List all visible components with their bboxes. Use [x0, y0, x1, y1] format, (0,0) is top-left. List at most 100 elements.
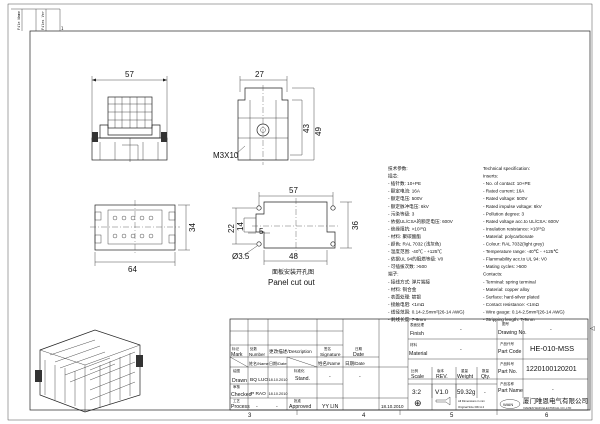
top-view: 64 34 — [90, 200, 197, 274]
title-block: 标记 处数 签名 日期 绘图 审核 工艺 标准化 批准 表面处理 材料 比例 版… — [229, 318, 589, 411]
qty-value: - — [484, 390, 486, 396]
spec-list-cn: 技术参数:插芯:- 插针数: 10+PE- 额定电流: 16A- 额定电压: 5… — [388, 165, 465, 323]
dim-43: 43 — [302, 124, 311, 133]
date-header-2: 日期/Date — [345, 361, 365, 367]
front-view: 57 — [91, 70, 168, 162]
spec-line: - 依据UL/CSA的额定电压: 600V — [388, 218, 454, 225]
file-ver-label: Files Ver — [41, 11, 45, 30]
scale-label: Scale — [411, 374, 424, 380]
spec-line: - 接线方式: 弹片端接 — [388, 278, 431, 285]
spec-line: - 额定脉冲电压: 6kV — [388, 203, 430, 210]
projection-cone-icon — [435, 396, 451, 406]
side-view: 27 43 49 M3X10 — [213, 70, 323, 165]
rev-value: V1.0 — [435, 389, 449, 396]
spec-line: 插芯: — [388, 173, 398, 180]
spec-line: Contacts: — [483, 272, 502, 277]
logo-text: WAIN — [503, 402, 513, 407]
date-label: Date — [353, 352, 364, 358]
drawing-no-value: - — [550, 327, 552, 333]
spec-line: - Stripping length: 7-9mm — [483, 317, 535, 322]
process-name: - — [256, 404, 258, 410]
approved-name: YY LIN — [322, 404, 339, 410]
date-header: 日期/Date — [269, 360, 287, 366]
stand-date: - — [359, 374, 361, 380]
cutout-title-cn: 面板安装开孔图 — [272, 268, 314, 276]
spec-line: - Rated current: 16A — [483, 189, 525, 194]
name-header-2: 姓名/Name — [318, 360, 341, 367]
drawn-label: Drawn — [232, 378, 247, 384]
process-date: - — [276, 404, 278, 410]
finish-value: - — [460, 327, 462, 333]
spec-line: 技术参数: — [388, 165, 408, 172]
size-note: Original Size DIN A 4 — [458, 405, 485, 409]
spec-line: - 额定电流: 16A — [388, 188, 421, 195]
spec-line: - Contact resistance: <1mΩ — [483, 302, 539, 307]
scale-cn: 比例 — [411, 368, 419, 373]
spec-line: - Material: copper alloy — [483, 287, 530, 292]
edge-marker: ◁ — [590, 326, 595, 332]
isometric-view — [35, 329, 143, 413]
company-logo — [499, 399, 521, 409]
mark-cn: 标记 — [232, 346, 239, 351]
part-no-value: 1220100120201 — [526, 366, 577, 373]
material-label: Material — [409, 351, 427, 357]
date-cn: 日期 — [355, 346, 363, 351]
cutout-title-en: Panel cut out — [268, 278, 315, 287]
spec-line: - 绝缘阻抗: >10¹⁰Ω — [388, 225, 427, 232]
dim-cutout-48: 48 — [289, 252, 298, 261]
dim-cutout-36: 36 — [351, 221, 360, 230]
spec-line: - 温度范围: -40℃ - +125℃ — [388, 248, 442, 255]
spec-line: Technical specification: — [483, 166, 530, 171]
spec-line: - 材料: 聚碳酸酯 — [388, 233, 421, 240]
finish-cn: 表面处理 — [410, 322, 424, 327]
process-cn: 工艺 — [233, 398, 240, 403]
spec-line: - Flammability acc.to UL 94: V0 — [483, 257, 547, 262]
scale-value: 3:2 — [412, 389, 421, 396]
spec-line: - 污染等级: 3 — [388, 210, 415, 217]
drawing-no-cn: 图号 — [502, 321, 510, 326]
number-label: Number — [249, 352, 266, 357]
weight-label: Weight — [457, 374, 474, 380]
dim-34: 34 — [188, 223, 197, 232]
zone-markers: 3 4 5 6 — [248, 410, 549, 419]
panel-cutout: 57 48 36 22 14 5 Ø3.5 面板安装开孔图 Panel cut … — [227, 186, 360, 287]
spec-line: - Material: polycarbonate — [483, 234, 534, 239]
spec-line: - Temperature range: -40℃ - +125℃ — [483, 249, 559, 254]
first-angle-projection-icon: ⊕ — [414, 398, 422, 408]
dim-cutout-14: 14 — [236, 222, 245, 231]
name-header: 姓名/Name — [249, 360, 270, 366]
spec-line: - 表面处理: 镀银 — [388, 293, 421, 300]
part-no-cn: 产品料号 — [500, 361, 514, 366]
stand-cn: 标准化 — [294, 368, 305, 373]
material-value: - — [460, 347, 462, 353]
stand-label: Stand. — [295, 376, 310, 382]
rev-label: REV. — [436, 374, 448, 380]
material-cn: 材料 — [410, 342, 418, 347]
part-no-label: Part No. — [498, 369, 517, 375]
dim-57: 57 — [125, 70, 134, 79]
spec-line: - Rated voltage acc.to UL/CSA: 600V — [483, 219, 560, 224]
number-cn: 处数 — [250, 346, 258, 351]
approved-label: Approved — [289, 404, 311, 410]
approved-date: 18.10.2010 — [381, 404, 404, 409]
spec-line: 端子: — [388, 271, 398, 278]
checked-name: P RAO — [251, 391, 266, 397]
signature-label: Signature — [320, 352, 341, 358]
dim-hole: Ø3.5 — [232, 252, 250, 261]
outer-border — [7, 3, 593, 421]
dim-cutout-22: 22 — [227, 224, 236, 233]
drawing-no-label: Drawing No. — [498, 330, 527, 336]
spec-line: - 插针数: 10+PE — [388, 180, 421, 187]
drawn-date: 18.10.2010 — [269, 378, 288, 382]
zone-3: 3 — [248, 413, 252, 419]
finish-label: Finish — [410, 331, 424, 337]
zone-label: 1 — [61, 26, 64, 31]
spec-line: - Rated voltage: 500V — [483, 196, 528, 201]
spec-line: - Mating cycles: >500 — [483, 264, 527, 269]
dim-64: 64 — [128, 265, 137, 274]
mark-label: Mark — [231, 352, 243, 358]
spec-line: - 材料: 铜合金 — [388, 286, 417, 293]
stand-name: - — [329, 374, 331, 380]
screw-label: M3X10 — [213, 151, 239, 160]
